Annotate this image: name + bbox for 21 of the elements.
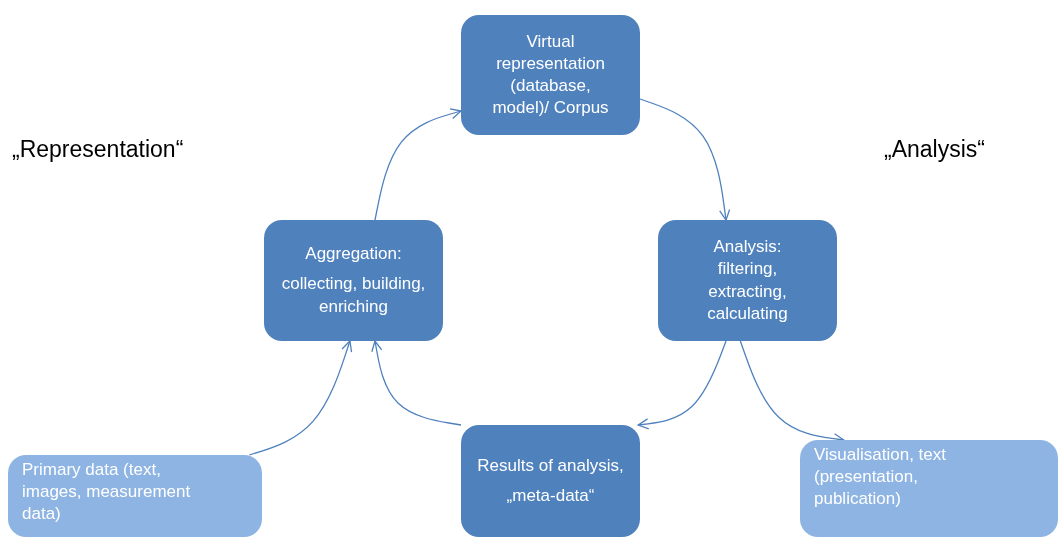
curved-arrow	[639, 98, 731, 221]
curved-arrow	[637, 340, 727, 430]
node-text: Virtual representation (database, model)/ Corpus	[491, 30, 610, 120]
node-text: collecting, building, enriching	[280, 273, 427, 318]
curved-arrow	[374, 108, 462, 221]
node-text: „meta-data“	[506, 485, 595, 507]
process-box	[264, 220, 443, 341]
process-box	[658, 220, 837, 341]
side-label: „Analysis“	[884, 136, 985, 163]
node-text: Primary data (text, images, measurement data)	[22, 459, 192, 526]
node-text: Results of analysis,	[477, 454, 624, 477]
rounded-box	[8, 455, 262, 537]
node-text: Analysis: filtering, extracting, calculating	[706, 236, 789, 325]
node-text: Visualisation, text (presentation, publication)	[814, 444, 947, 511]
side-label: „Representation“	[12, 136, 184, 163]
node-text: Aggregation:	[305, 243, 402, 266]
process-box	[461, 15, 640, 135]
curved-arrow	[248, 340, 353, 456]
process-box	[461, 425, 640, 537]
curved-arrow	[371, 340, 462, 426]
rounded-box	[800, 440, 1058, 537]
